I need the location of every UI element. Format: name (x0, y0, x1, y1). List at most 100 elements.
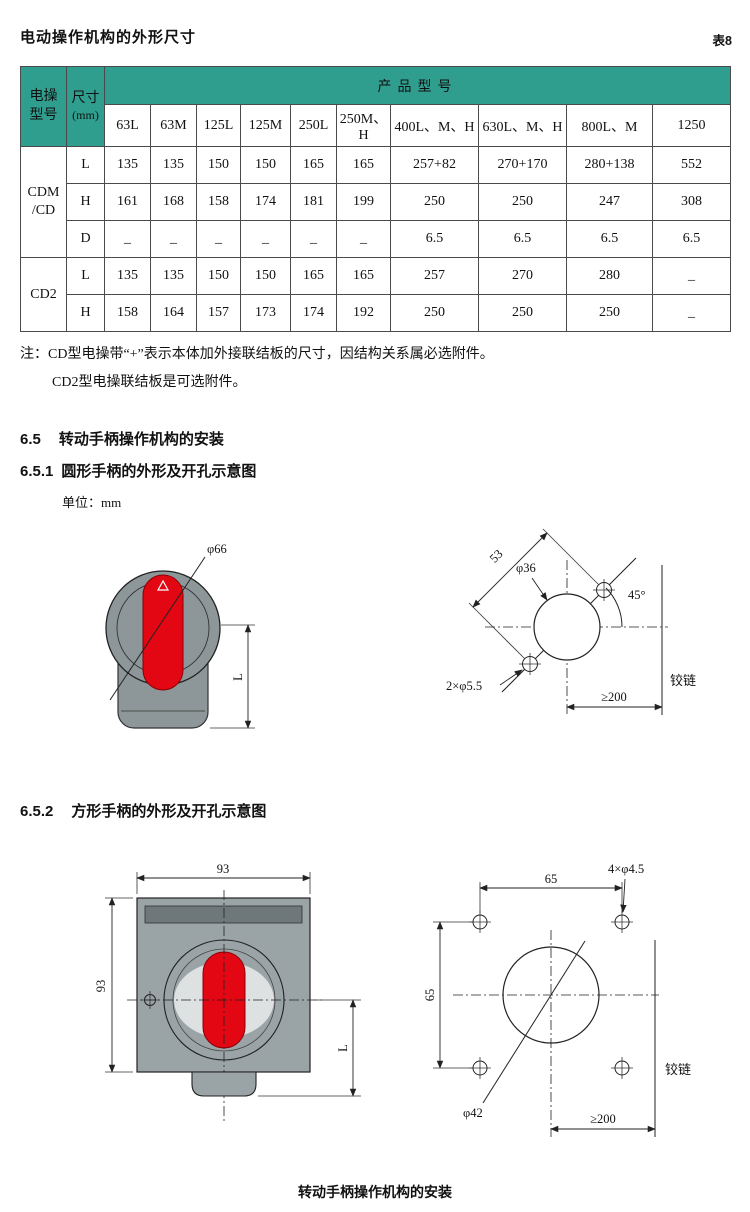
model-col-header: 250M、H (336, 104, 391, 147)
table-cell: 250 (390, 183, 479, 221)
table-cell: 135 (104, 146, 151, 184)
header-size-unit: (mm) (72, 107, 99, 122)
table-cell: _ (104, 220, 151, 258)
table-number-label: 表8 (712, 34, 732, 48)
model-col-header: 1250 (651, 104, 732, 147)
square-drilling-template: 65 4×φ4.5 φ42 65 铰链 ≥200 (425, 862, 691, 1137)
table-cell: 173 (240, 294, 291, 332)
table-cell: 257 (390, 257, 479, 295)
hole-spacing-dimension (472, 532, 548, 608)
group-label-cdm-cd: CDM /CD (20, 146, 67, 258)
angle45-label: 45° (628, 588, 646, 602)
model-col-header: 630L、M、H (478, 104, 567, 147)
table-cell: 250 (390, 294, 479, 332)
hinge-label: 铰链 (665, 1062, 691, 1077)
dia42-label: φ42 (463, 1106, 483, 1120)
model-col-header: 250L (290, 104, 337, 147)
table-cell: 270 (478, 257, 567, 295)
table-cell: 250 (566, 294, 653, 332)
table-cell: 270+170 (478, 146, 567, 184)
small-holes-label: 4×φ4.5 (608, 862, 644, 876)
section-6-5-1-number: 6.5.1 (20, 463, 54, 480)
section-6-5-1-title: 圆形手柄的外形及开孔示意图 (61, 463, 257, 480)
model-col-header: 63L (104, 104, 151, 147)
note-line-1: 注：CD型电操带“+”表示本体加外接联结板的尺寸，因结构关系属必选附件。 (20, 347, 494, 362)
section-6-5-title: 转动手柄操作机构的安装 (58, 431, 224, 448)
page-title: 电动操作机构的外形尺寸 (20, 29, 197, 46)
header-size: 尺寸 (mm) (66, 66, 105, 147)
table-row: CD2 L 135 135 150 150 165 165 257 270 28… (20, 257, 732, 332)
header-product-model: 产品型号 (103, 66, 732, 105)
table-row: D _ _ _ _ _ _ 6.5 6.5 6.5 6.5 (21, 220, 732, 258)
table-cell: _ (150, 220, 197, 258)
table-cell: 165 (336, 257, 391, 295)
handle-grip-red (142, 574, 184, 691)
table-cell: 552 (651, 146, 732, 184)
table-cell: 164 (150, 294, 197, 332)
ge200-label: ≥200 (601, 690, 627, 704)
angle-arc (605, 587, 623, 628)
hinge-label: 铰链 (670, 673, 696, 688)
table-cell: _ (651, 294, 732, 332)
section-6-5-1-heading: 6.5.1 圆形手柄的外形及开孔示意图 (20, 460, 256, 481)
table-cell: 250 (478, 183, 567, 221)
table-cell: 250 (478, 294, 567, 332)
table-cell: 165 (290, 146, 337, 184)
table-cell: _ (290, 220, 337, 258)
round-handle-drawing: φ66 L (105, 542, 255, 729)
extension-line (468, 602, 526, 660)
table-cell: 168 (150, 183, 197, 221)
table-cell: 280 (566, 257, 653, 295)
table-cell: 158 (104, 294, 151, 332)
dim-label: H (66, 294, 105, 332)
group-label-cd2: CD2 (20, 257, 67, 332)
section-6-5-2-title: 方形手柄的外形及开孔示意图 (71, 803, 267, 820)
table-cell: 6.5 (566, 220, 653, 258)
table-cell: 150 (240, 146, 291, 184)
table-cell: 247 (566, 183, 653, 221)
table-cell: 135 (104, 257, 151, 295)
center-hole-dia42 (502, 946, 600, 1044)
round-drilling-template: 53 φ36 45° 铰链 ≥200 2×φ5.5 (446, 528, 696, 715)
small-holes-leader (620, 878, 627, 913)
grip-triangle-mark (156, 579, 170, 591)
center-hole-dia36 (533, 593, 601, 661)
L-label: L (336, 1044, 350, 1052)
table-cell: 308 (651, 183, 732, 221)
footer-caption: 转动手柄操作机构的安装 (298, 1184, 452, 1200)
model-col-header: 63M (150, 104, 197, 147)
model-col-header: 125L (196, 104, 241, 147)
height93-label: 93 (94, 980, 108, 993)
table-cell: 165 (290, 257, 337, 295)
table-cell: 181 (290, 183, 337, 221)
dim-label: L (66, 146, 105, 184)
table-row: H 161 168 158 174 181 199 250 250 247 30… (21, 183, 732, 221)
dim-label: H (66, 183, 105, 221)
unit-label: 单位：mm (62, 495, 122, 510)
table-cell: 161 (104, 183, 151, 221)
square-handle-drawing: 93 93 L (94, 862, 361, 1122)
table-model-header-row: 63L 63M 125L 125M 250L 250M、H 400L、M、H 6… (21, 104, 732, 147)
table-cell: 150 (196, 146, 241, 184)
table-cell: 157 (196, 294, 241, 332)
table-cell: _ (651, 257, 732, 295)
dim65-top-label: 65 (545, 872, 558, 886)
table-cell: _ (336, 220, 391, 258)
dia36-leader (531, 577, 548, 601)
model-col-header: 800L、M (566, 104, 653, 147)
table-cell: 280+138 (566, 146, 653, 184)
table-cell: 174 (290, 294, 337, 332)
dimensions-table-wrapper: 电操 型号 尺寸 (mm) 产品型号 63L 63M 125L 125M 250… (20, 66, 732, 332)
table-cell: 199 (336, 183, 391, 221)
L-label: L (231, 673, 245, 681)
handle-base (191, 1071, 257, 1097)
table-cell: 165 (336, 146, 391, 184)
dia66-label: φ66 (207, 542, 227, 556)
table-cell: 174 (240, 183, 291, 221)
table-cell: _ (196, 220, 241, 258)
table-header-row-1: 电操 型号 尺寸 (mm) 产品型号 (20, 66, 732, 147)
dim53-label: 53 (487, 547, 506, 566)
table-cell: _ (240, 220, 291, 258)
table-row: H 158 164 157 173 174 192 250 250 250 _ (21, 294, 732, 332)
